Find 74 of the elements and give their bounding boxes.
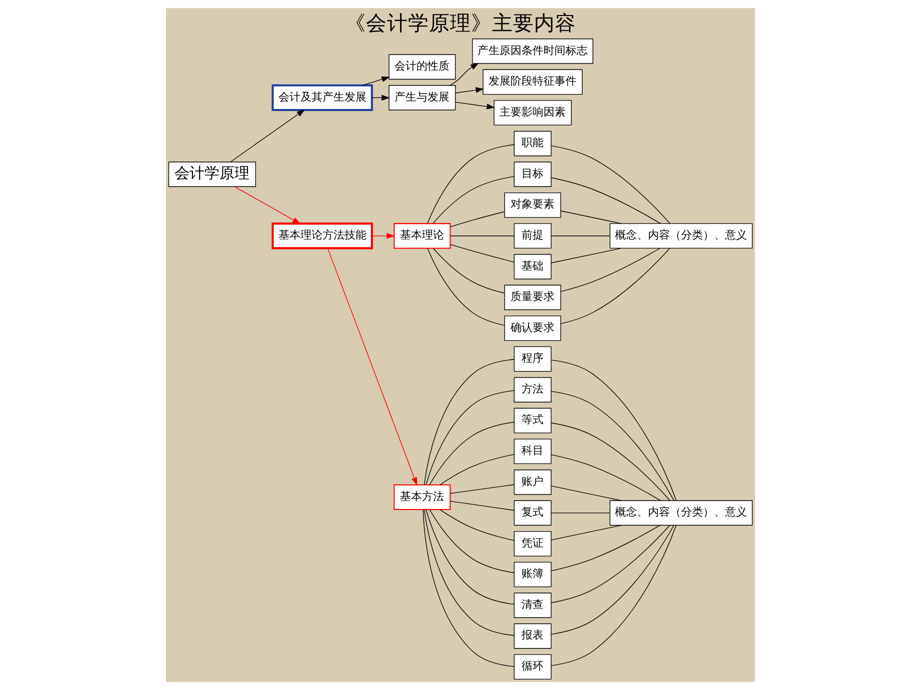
node-box: 会计的性质: [388, 54, 456, 80]
connector: [439, 454, 514, 486]
node-box: 清查: [513, 592, 551, 618]
connector: [428, 422, 514, 486]
node-box: 会计学原理: [168, 162, 256, 187]
node-box: 循环: [513, 654, 551, 680]
connector: [450, 500, 514, 511]
connector: [550, 524, 660, 572]
node-box: 发展阶段特征事件: [482, 69, 582, 95]
arrow: [326, 248, 417, 486]
diagram-title: 《会计学原理》主要内容: [344, 10, 576, 35]
connector: [432, 248, 504, 294]
node-box: 职能: [513, 130, 551, 156]
connector: [425, 390, 514, 485]
connector: [426, 144, 514, 224]
connector: [550, 422, 670, 501]
connector: [450, 244, 514, 262]
connector: [550, 454, 660, 501]
node-box: 基本理论: [393, 223, 450, 249]
connector: [550, 525, 670, 604]
arrow: [454, 87, 484, 94]
arrow: [230, 109, 304, 162]
connector: [550, 524, 676, 666]
connector: [425, 509, 514, 605]
node-box: 产生与发展: [388, 85, 456, 110]
connector: [422, 509, 514, 667]
node-box: 概念、内容（分类）、意义: [609, 223, 752, 249]
node-box: 基本方法: [393, 484, 450, 510]
node-box: 账簿: [513, 562, 551, 588]
connector: [550, 248, 622, 264]
connector: [550, 390, 674, 501]
connector: [428, 509, 514, 574]
node-box: 复式: [513, 500, 551, 526]
node-box: 报表: [513, 623, 551, 649]
connector: [550, 524, 622, 540]
node-box: 程序: [513, 346, 551, 372]
connector: [423, 359, 514, 486]
connector: [560, 210, 622, 224]
arrow: [454, 102, 494, 110]
arrow: [371, 233, 394, 239]
connector: [450, 484, 514, 494]
connector: [560, 248, 670, 324]
arrow: [362, 76, 390, 86]
connector: [550, 360, 676, 501]
node-box: 概念、内容（分类）、意义: [609, 500, 752, 526]
node-box: 对象要素: [504, 192, 561, 218]
connector: [560, 248, 660, 292]
node-box: 方法: [513, 377, 551, 402]
connector: [439, 509, 514, 541]
arrow: [449, 63, 478, 86]
connector: [550, 486, 622, 501]
node-box: 质量要求: [504, 284, 561, 310]
connector: [550, 145, 670, 224]
node-box: 等式: [513, 408, 551, 434]
node-box: 产生原因条件时间标志: [472, 38, 593, 64]
node-box: 基本理论方法技能: [271, 222, 372, 250]
node-box: 确认要求: [504, 316, 561, 341]
connector: [550, 177, 660, 224]
connector: [550, 525, 674, 635]
connector: [423, 509, 514, 636]
node-box: 账户: [513, 470, 551, 495]
node-box: 前提: [513, 223, 551, 249]
node-box: 基础: [513, 254, 551, 280]
connector: [550, 512, 610, 514]
node-box: 凭证: [513, 531, 551, 556]
node-box: 会计及其产生发展: [271, 84, 372, 112]
node-box: 科目: [513, 438, 551, 464]
arrow: [371, 94, 390, 101]
connector: [450, 211, 504, 228]
arrow: [234, 186, 300, 224]
node-box: 主要影响因素: [493, 100, 572, 126]
connector: [432, 176, 514, 224]
connector: [426, 248, 504, 326]
node-box: 目标: [513, 162, 551, 187]
